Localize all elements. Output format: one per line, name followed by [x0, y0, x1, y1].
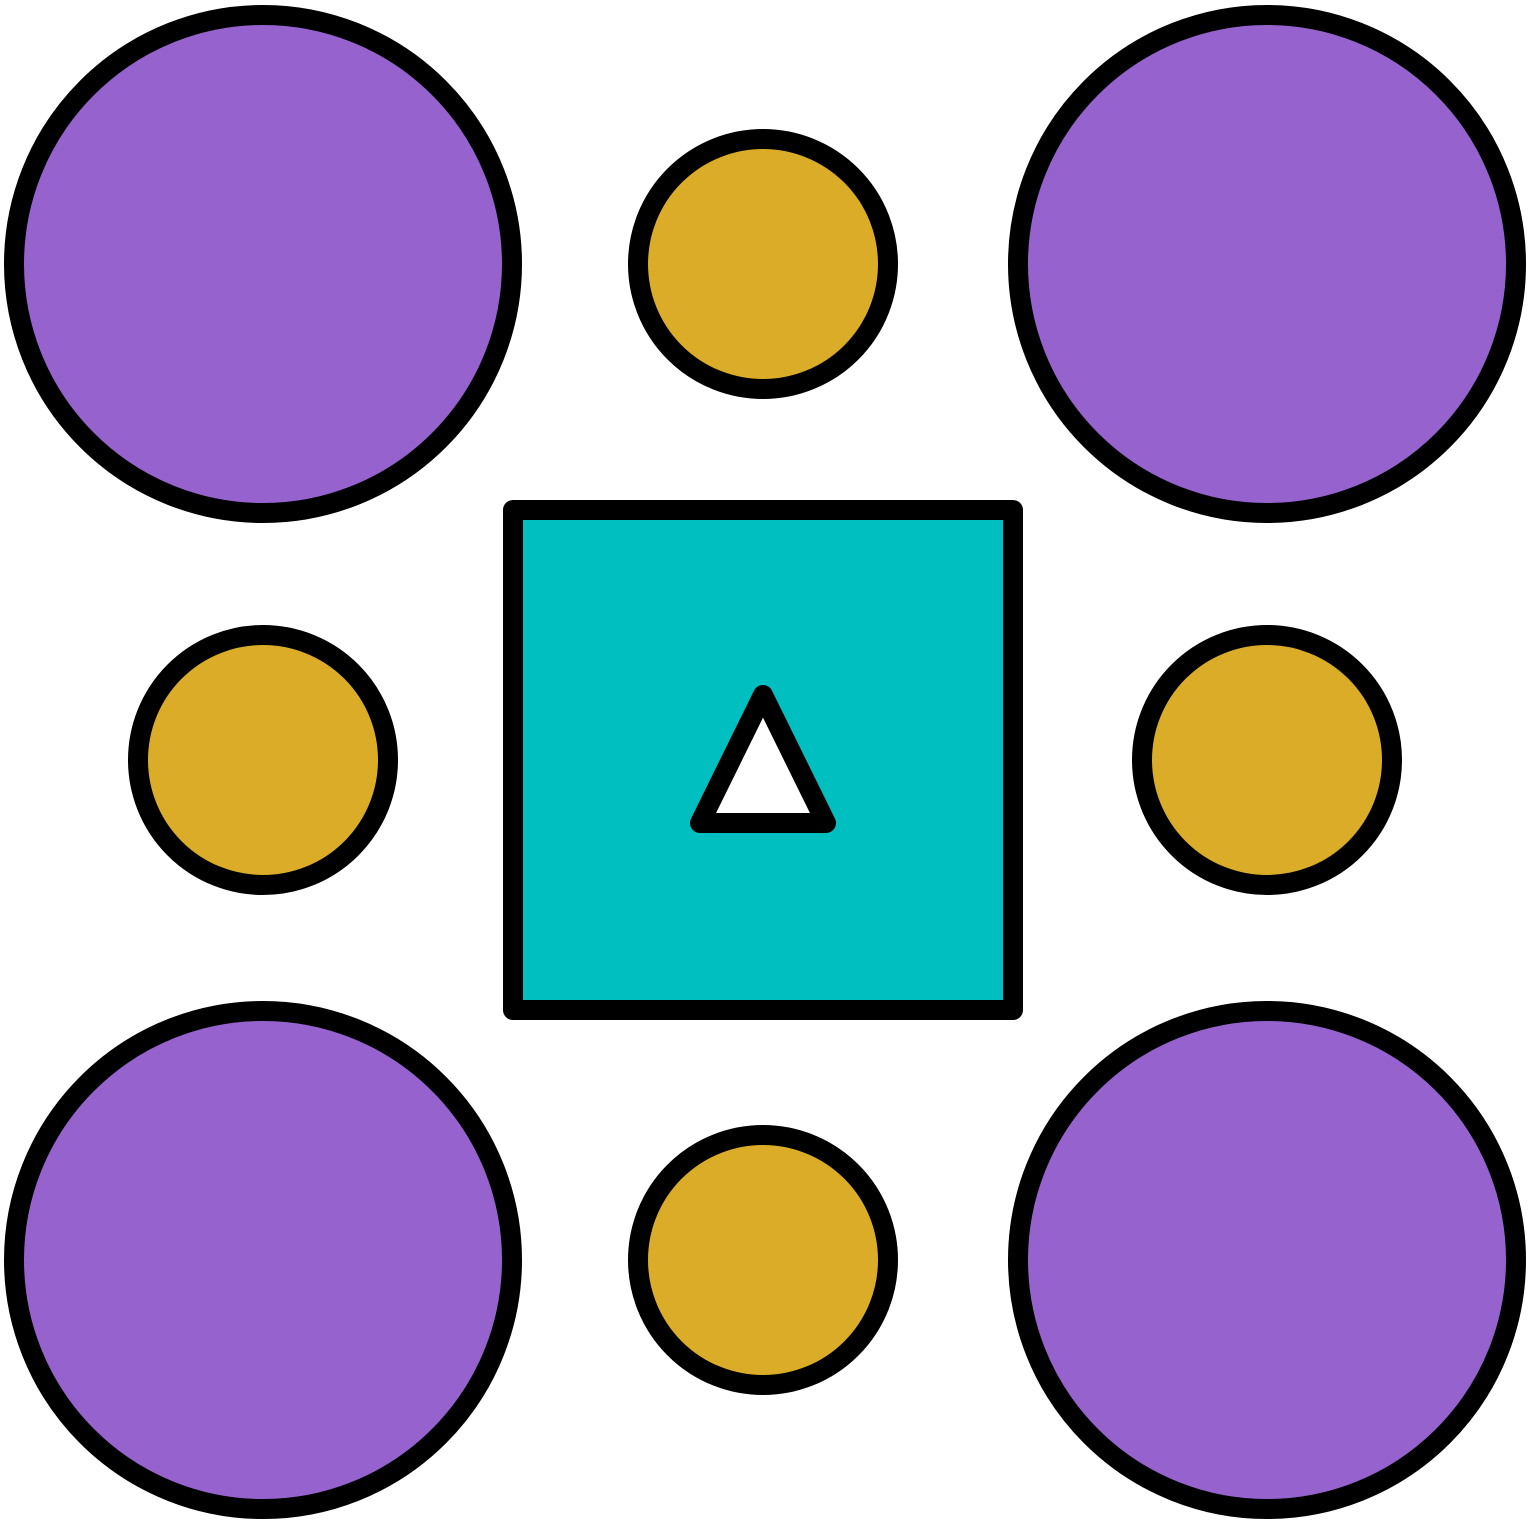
large-circle-bottom-right — [1008, 1001, 1526, 1519]
center-triangle — [690, 685, 836, 833]
small-circle-top — [628, 129, 898, 399]
small-circle-bottom — [628, 1125, 898, 1395]
large-circle-top-left — [4, 5, 522, 523]
large-circle-bottom-left — [4, 1001, 522, 1519]
large-circle-top-right — [1008, 5, 1526, 523]
small-circle-left — [128, 625, 398, 895]
small-circle-right — [1132, 625, 1402, 895]
